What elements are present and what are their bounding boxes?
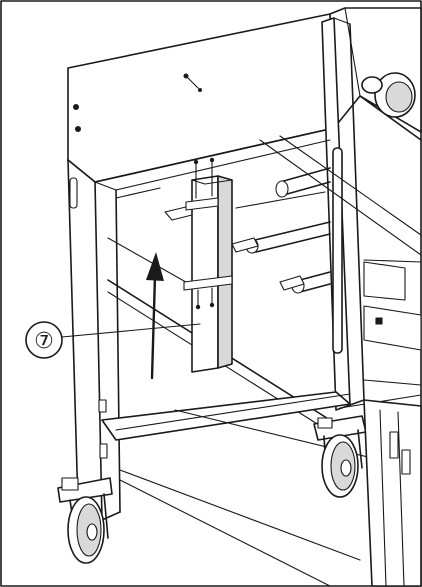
burner-tubes xyxy=(164,167,422,351)
callout-circle xyxy=(25,321,63,359)
left-front-leg xyxy=(67,159,121,521)
callout-leader-line xyxy=(61,323,201,338)
insert-direction-arrow xyxy=(146,252,164,380)
leg-slot xyxy=(332,147,343,354)
left-caster-wheel xyxy=(57,477,113,564)
callout-part-7: ⑦ xyxy=(25,321,201,359)
inner-frame xyxy=(101,135,422,587)
rear-panel xyxy=(67,13,335,183)
callout-number: ⑦ xyxy=(34,329,54,354)
side-control-panel xyxy=(329,7,422,141)
igniter-button xyxy=(361,76,383,94)
right-front-leg xyxy=(321,17,365,411)
part-7-tube xyxy=(183,157,233,373)
right-cabinet-side xyxy=(363,399,422,587)
right-caster-wheel xyxy=(313,415,367,498)
